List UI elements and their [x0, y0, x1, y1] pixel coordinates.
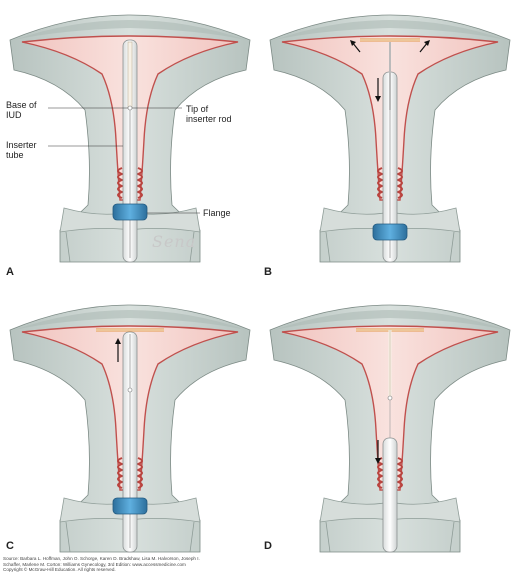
uterus-diagram-c [9, 304, 251, 553]
source-line-3: Copyright © McGraw-Hill Education. All r… [3, 567, 116, 573]
source-citation: Source: Barbara L. Hoffman, John O. Scho… [3, 556, 243, 573]
panel-b: B [260, 0, 520, 288]
source-line-2: Schaffer, Marlene M. Corton: Williams Gy… [3, 561, 186, 567]
source-line-1: Source: Barbara L. Hoffman, John O. Scho… [3, 556, 200, 561]
flange [372, 223, 408, 241]
panel-c: C [0, 290, 260, 578]
panel-letter-d: D [264, 540, 272, 552]
flange [112, 497, 148, 515]
inserter-tube [382, 437, 398, 553]
panel-letter-b: B [264, 266, 272, 278]
iud-base [127, 105, 133, 111]
label-flange: Flange [203, 208, 231, 218]
panel-letter-c: C [6, 540, 14, 552]
flange [112, 203, 148, 221]
uterus-diagram-b [269, 14, 511, 263]
iud-folded [127, 41, 133, 109]
illustrator-signature: Sena [152, 232, 197, 251]
uterus-diagram-d [269, 304, 511, 553]
uterus-diagram-a [9, 14, 251, 263]
panel-letter-a: A [6, 266, 14, 278]
panel-d: D [260, 290, 520, 578]
